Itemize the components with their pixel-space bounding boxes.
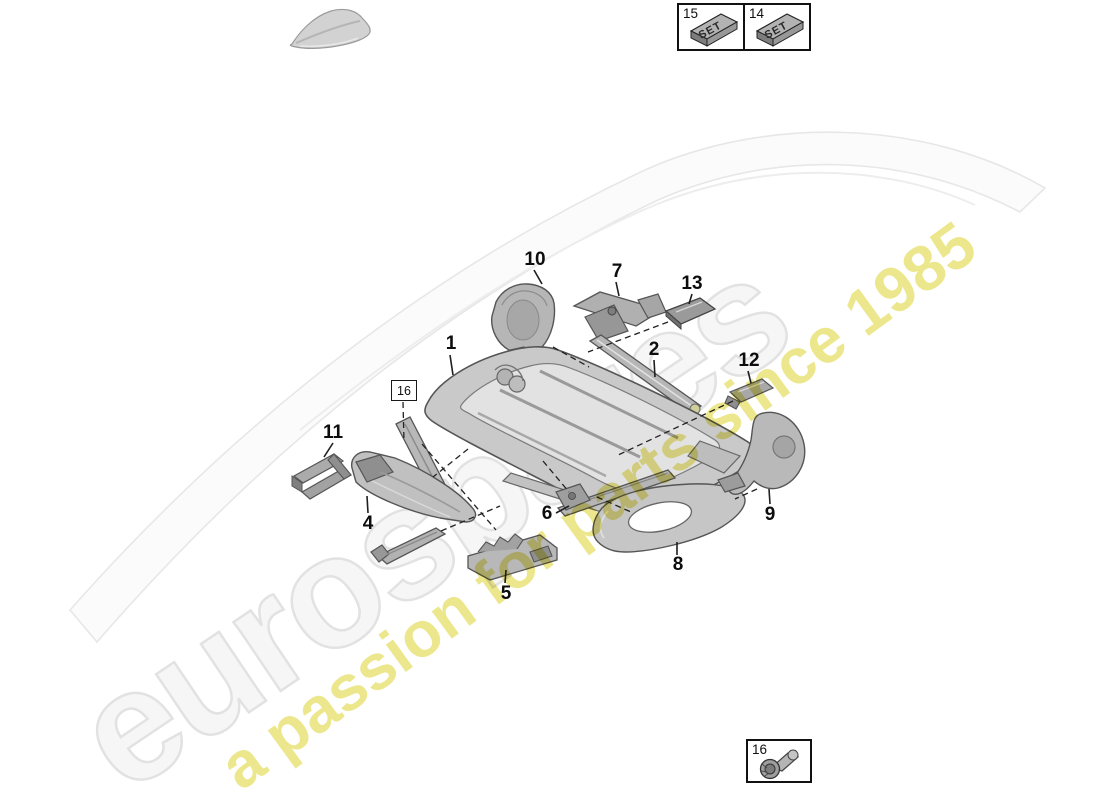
part-9-side-cover — [717, 411, 806, 495]
callout-10: 10 — [524, 249, 546, 270]
callout-16-label: 16 — [397, 383, 411, 398]
leader-7 — [615, 281, 620, 297]
leader-13 — [688, 293, 693, 305]
callout-9: 9 — [764, 504, 776, 525]
set-box-15-number: 15 — [683, 6, 699, 21]
fastener-box-number: 16 — [752, 742, 768, 757]
callout-2: 2 — [648, 339, 660, 360]
leader-5 — [504, 569, 507, 584]
callout-6: 6 — [541, 503, 553, 524]
car-silhouette — [289, 8, 371, 49]
leader-6 — [555, 505, 570, 514]
leader-10 — [533, 269, 543, 285]
leader-12 — [747, 370, 752, 384]
leader-lines — [323, 269, 771, 584]
part-8-side-trim — [592, 483, 746, 553]
callout-11: 11 — [322, 422, 344, 443]
leader-11 — [323, 442, 334, 458]
set-box-14: 14 SET — [744, 3, 811, 51]
part-7-bracket — [572, 291, 667, 342]
fastener-box-16: 16 — [746, 739, 812, 783]
callout-13: 13 — [681, 273, 703, 294]
callout-5: 5 — [500, 583, 512, 604]
part-11-rail-bracket — [291, 453, 352, 500]
callout-4: 4 — [362, 513, 374, 534]
part-5-bracket — [467, 533, 558, 581]
assembly-dashed-lines — [402, 321, 758, 532]
leader-1 — [449, 354, 454, 376]
callout-8: 8 — [672, 554, 684, 575]
callout-7: 7 — [611, 261, 623, 282]
part-10-cover-cap — [491, 283, 556, 363]
set-box-14-number: 14 — [749, 6, 765, 21]
callout-16-box: 16 — [391, 380, 417, 401]
part-4-duct — [351, 451, 477, 523]
car-sweep-band — [68, 131, 1047, 644]
car-sweep-inner-line — [299, 171, 976, 431]
callout-12: 12 — [738, 350, 760, 371]
callout-1: 1 — [445, 333, 457, 354]
leader-9 — [768, 488, 771, 505]
part-12-bracket — [724, 378, 775, 410]
set-box-15: 15 SET — [677, 3, 744, 51]
part-6-seat-rail — [555, 469, 677, 517]
leader-4 — [366, 495, 369, 514]
set-block-icon: SET — [689, 13, 739, 47]
leader-2 — [653, 359, 656, 378]
set-legend-strip: 15 SET 14 SET — [677, 3, 811, 51]
front-left-rail — [370, 527, 447, 565]
part-13-trim-piece — [664, 297, 717, 331]
leader-16-dashed — [402, 401, 405, 442]
screw-icon — [759, 749, 800, 780]
set-block-icon: SET — [755, 13, 805, 47]
